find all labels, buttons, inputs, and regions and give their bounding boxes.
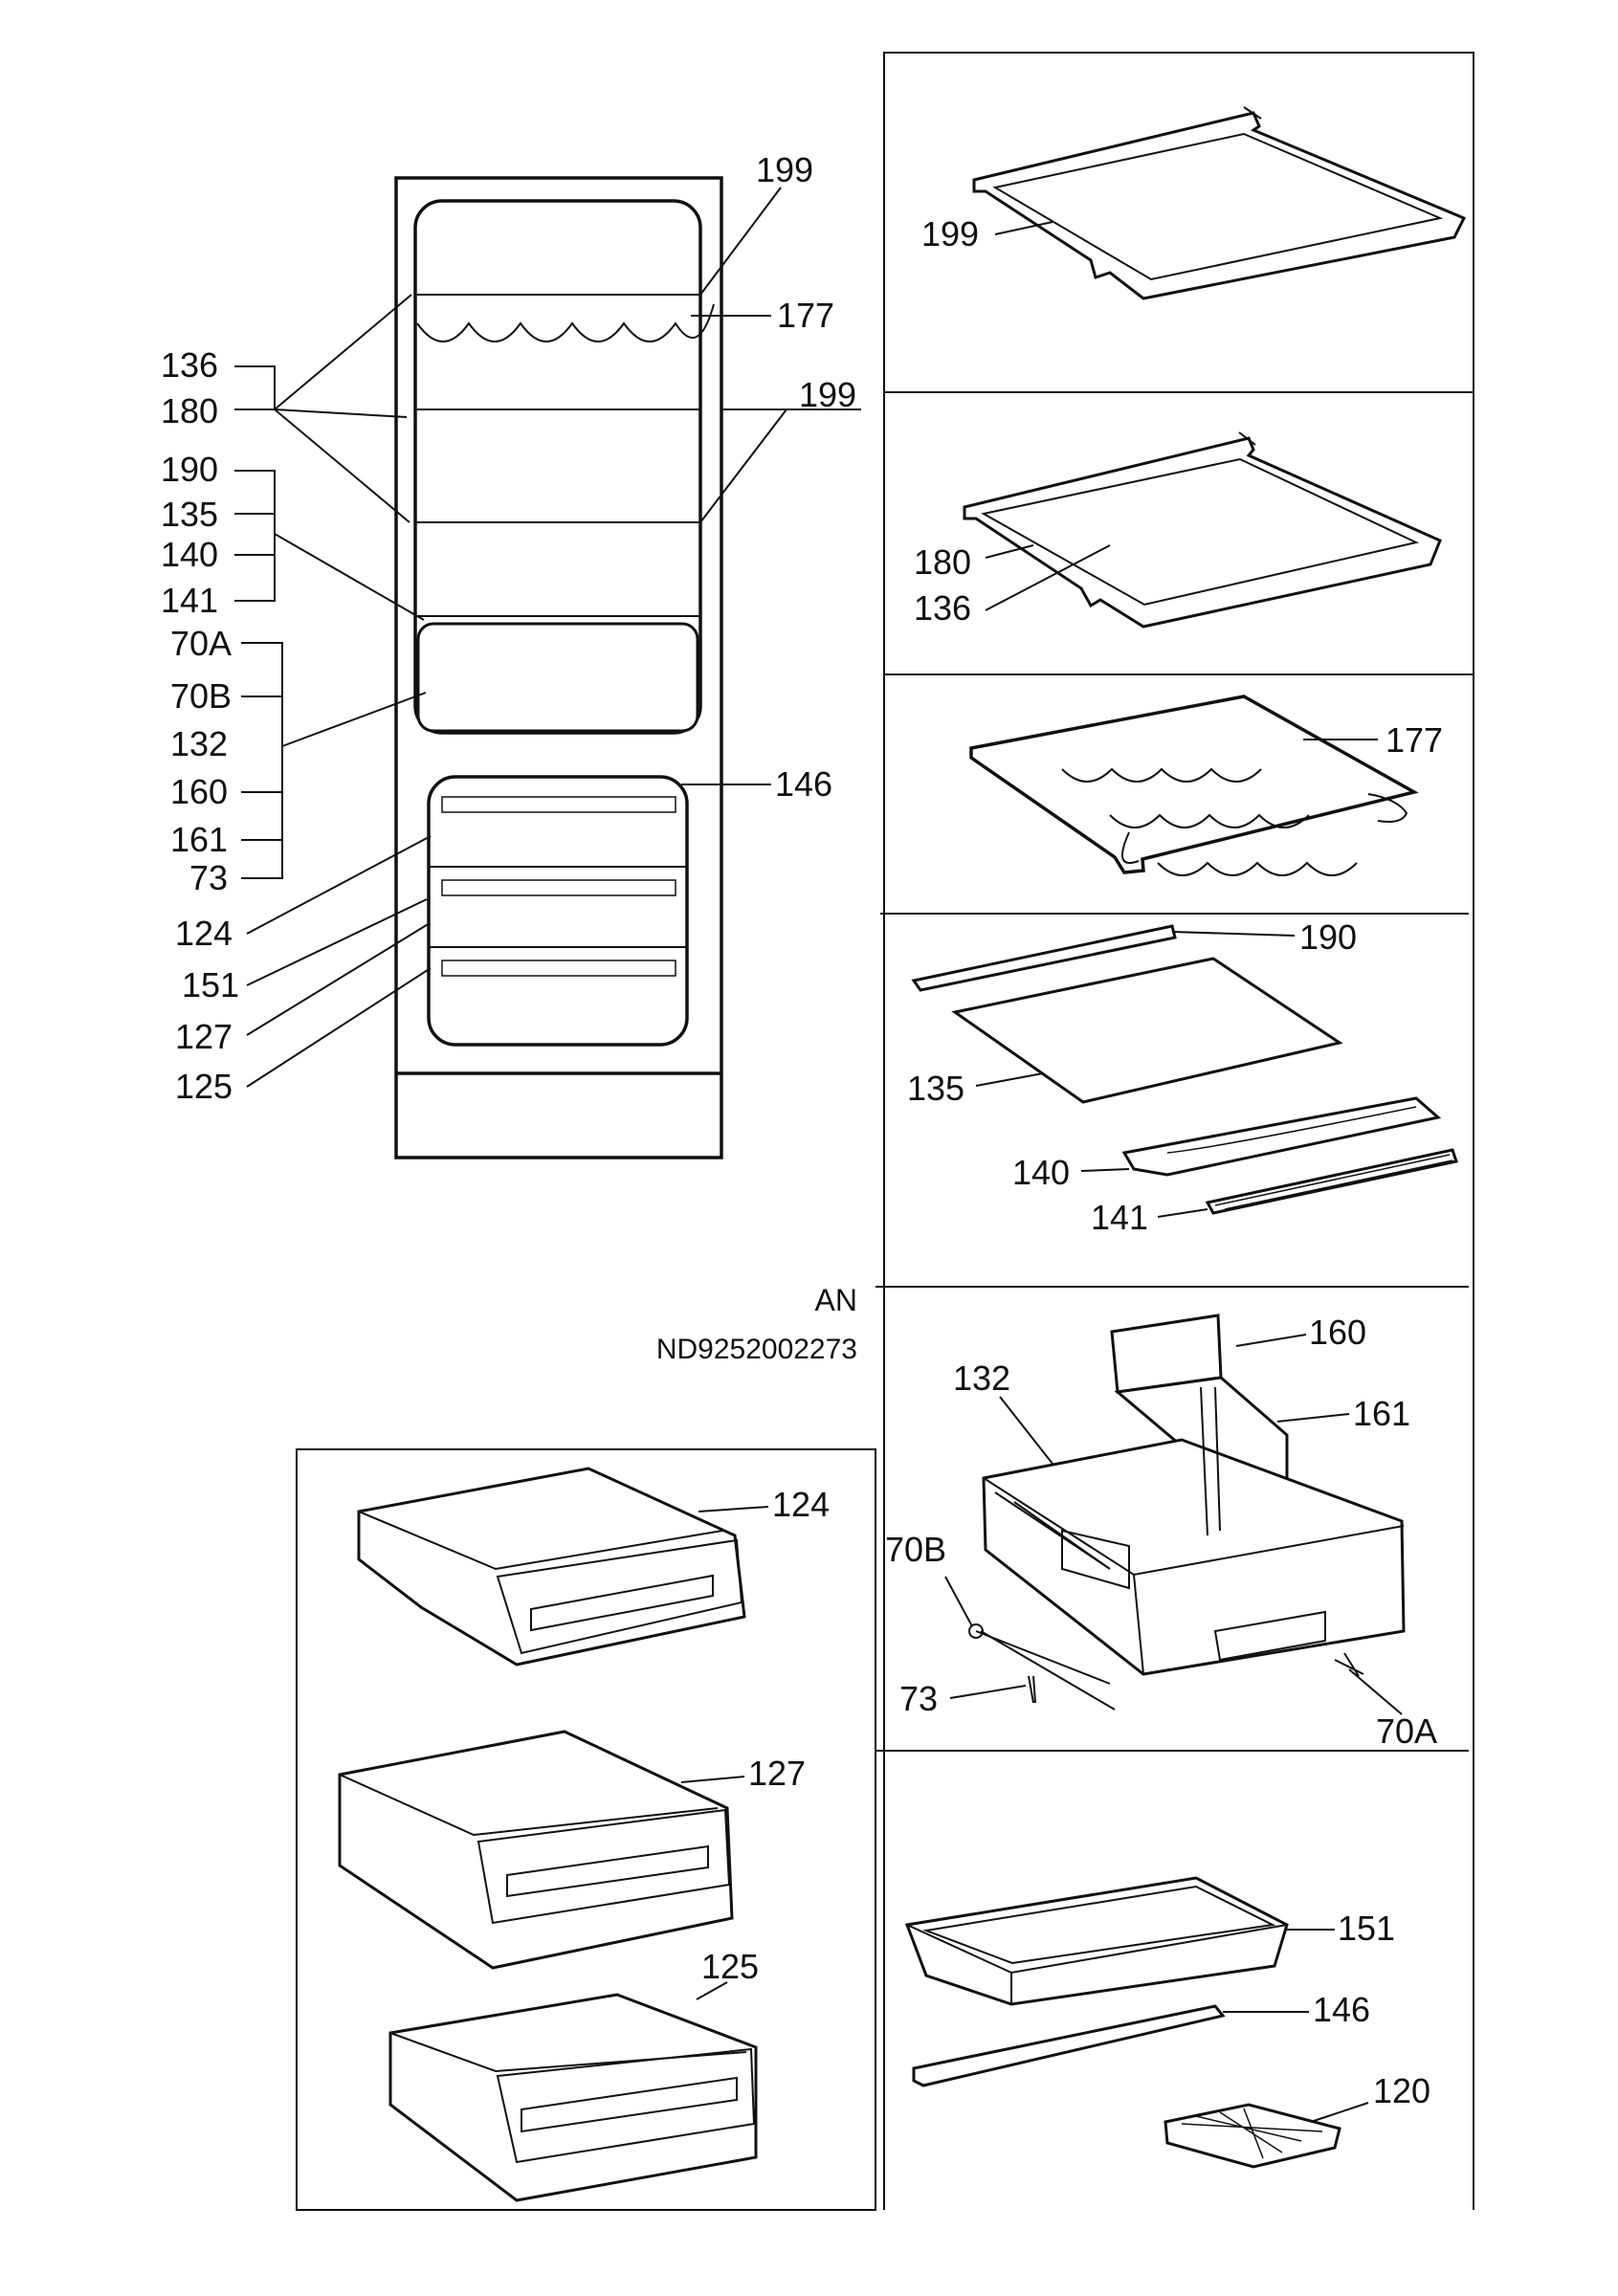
part-tray-151: 151 — [904, 1876, 1395, 2006]
p4-label-135: 135 — [907, 1069, 964, 1108]
left-labels: 199 177 199 136 180 190 135 140 141 70A … — [161, 150, 856, 1106]
label-199-top: 199 — [756, 150, 813, 189]
label-70B: 70B — [170, 676, 232, 716]
p5-label-70B: 70B — [885, 1530, 946, 1569]
part-wine-rack-177: 177 — [969, 695, 1443, 876]
fridge-cabinet — [394, 176, 723, 1159]
p3-label-177: 177 — [1385, 720, 1443, 760]
part-glass-shelf-199: 199 — [921, 106, 1467, 300]
drawer-label-127: 127 — [748, 1754, 806, 1793]
part-drawer-124: 124 — [357, 1467, 830, 1667]
label-190: 190 — [161, 450, 218, 489]
p2-label-136: 136 — [914, 588, 971, 628]
p4-label-141: 141 — [1091, 1198, 1148, 1237]
label-160: 160 — [170, 772, 228, 811]
label-180: 180 — [161, 391, 218, 430]
code-line-2: ND9252002273 — [656, 1334, 857, 1365]
panel-frames — [296, 52, 1474, 2211]
label-199-mid: 199 — [799, 375, 856, 414]
label-141: 141 — [161, 581, 218, 620]
p5-label-161: 161 — [1353, 1394, 1410, 1433]
label-132: 132 — [170, 724, 228, 763]
p6-label-146: 146 — [1313, 1990, 1370, 2029]
p6-label-120: 120 — [1373, 2071, 1430, 2110]
p2-label-180: 180 — [914, 542, 971, 582]
label-125: 125 — [175, 1067, 233, 1106]
p5-label-73: 73 — [899, 1679, 938, 1718]
label-73: 73 — [189, 858, 228, 897]
p1-label-199: 199 — [921, 214, 979, 254]
part-glass-shelf-180: 180 136 — [914, 431, 1442, 629]
label-140: 140 — [161, 535, 218, 574]
label-161: 161 — [170, 820, 228, 859]
label-151: 151 — [182, 965, 239, 1004]
drawer-label-124: 124 — [772, 1485, 830, 1524]
p5-label-132: 132 — [953, 1358, 1010, 1398]
p4-label-140: 140 — [1012, 1153, 1070, 1192]
p5-label-160: 160 — [1309, 1313, 1366, 1352]
label-135: 135 — [161, 495, 218, 534]
part-strip-146: 146 — [912, 1990, 1370, 2087]
label-136: 136 — [161, 345, 218, 385]
p4-label-190: 190 — [1299, 917, 1357, 957]
p5-label-70A: 70A — [1376, 1711, 1437, 1751]
left-leaders — [234, 187, 861, 1088]
drawer-label-125: 125 — [701, 1947, 759, 1986]
drawing-code: AN ND9252002273 — [656, 1283, 857, 1365]
part-shelf-set-190: 190 135 140 141 — [907, 917, 1458, 1237]
code-line-1: AN — [815, 1283, 857, 1317]
part-drawer-127: 127 — [338, 1730, 806, 1970]
p6-label-151: 151 — [1338, 1909, 1395, 1948]
label-127: 127 — [175, 1017, 233, 1056]
part-ice-tray-120: 120 — [1164, 2071, 1430, 2169]
part-crisper-drawer-132: 160 132 161 70B 73 70A — [885, 1313, 1437, 1751]
label-70A: 70A — [170, 624, 232, 663]
label-146: 146 — [775, 764, 832, 804]
label-177: 177 — [777, 296, 834, 335]
part-drawer-125: 125 — [388, 1947, 759, 2202]
label-124: 124 — [175, 914, 233, 953]
